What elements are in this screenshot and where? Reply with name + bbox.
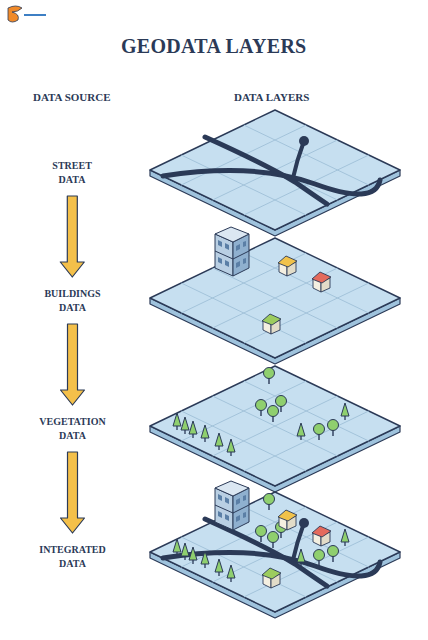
source-name: INTEGRATED DATA <box>36 541 109 572</box>
column-header: DATA SOURCE <box>33 91 111 103</box>
data-source-label: VEGETATION DATA <box>34 413 111 444</box>
flow-arrow <box>60 196 84 277</box>
integrated-layer <box>150 481 400 618</box>
vegetation-layer <box>150 366 400 492</box>
logo <box>8 6 46 22</box>
flow-arrow <box>61 452 85 533</box>
buildings-layer <box>150 227 400 364</box>
data-source-label: STREET DATA <box>47 157 97 188</box>
data-source-label: BUILDINGS DATA <box>39 285 106 316</box>
data-source-label: INTEGRATED DATA <box>34 541 111 572</box>
column-header: DATA LAYERS <box>234 91 309 103</box>
flow-arrow <box>61 324 85 405</box>
source-name: BUILDINGS DATA <box>41 285 103 316</box>
diagram-title: GEODATA LAYERS <box>121 35 307 58</box>
street-layer <box>150 110 400 236</box>
source-name: STREET DATA <box>49 157 94 188</box>
source-name: VEGETATION DATA <box>36 413 108 444</box>
